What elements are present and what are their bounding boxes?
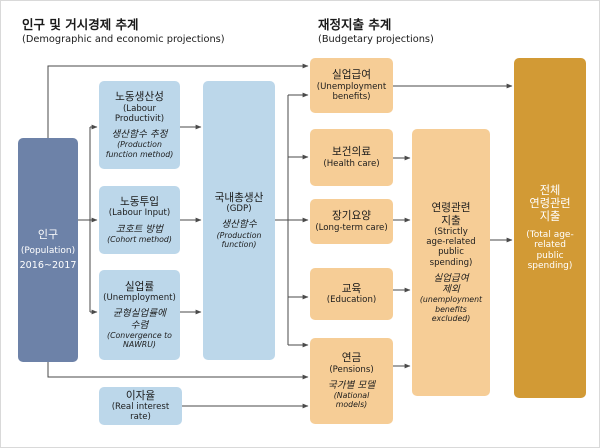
age-related-label: 연령관련 지출	[431, 202, 471, 227]
labour-input-sublabel: (Labour Input)	[108, 208, 171, 219]
health-care-box: 보건의료 (Health care)	[310, 129, 393, 186]
total-sublabel: (Total age- related public spending)	[526, 229, 574, 272]
population-sublabel: (Population)	[20, 245, 76, 256]
labour-input-method-en: (Cohort method)	[107, 234, 172, 244]
long-term-care-box: 장기요양 (Long-term care)	[310, 199, 393, 244]
unemployment-label: 실업률	[124, 280, 155, 293]
pensions-method-en: (National models)	[333, 391, 370, 410]
health-care-label: 보건의료	[332, 146, 371, 159]
pensions-sublabel: (Pensions)	[329, 364, 374, 375]
population-box: 인구 (Population) 2016~2017	[18, 138, 78, 362]
long-term-care-label: 장기요양	[332, 210, 371, 223]
unemployment-benefits-label: 실업급여	[332, 69, 371, 82]
age-related-method: 실업급여 제외	[433, 272, 469, 295]
age-related-spending-box: 연령관련 지출 (Strictly age-related public spe…	[412, 129, 490, 396]
age-related-method-en: (unemployment benefits excluded)	[419, 295, 483, 323]
unemployment-sublabel: (Unemployment)	[103, 293, 176, 304]
right-section-title: 재정지출 추계	[318, 17, 392, 32]
interest-rate-sublabel: (Real interest rate)	[111, 402, 170, 423]
education-label: 교육	[341, 282, 362, 295]
total-spending-box: 전체 연령관련 지출 (Total age- related public sp…	[514, 58, 586, 398]
health-care-sublabel: (Health care)	[323, 158, 380, 169]
labour-input-label: 노동투입	[120, 195, 159, 208]
labour-input-method: 코호트 방법	[115, 223, 164, 235]
pensions-method: 국가별 모델	[327, 379, 376, 391]
labour-productivity-method-en: (Production function method)	[105, 140, 174, 159]
education-sublabel: (Education)	[326, 295, 377, 306]
unemployment-box: 실업률 (Unemployment) 균형실업률에 수렴 (Convergenc…	[99, 270, 180, 360]
gdp-sublabel: (GDP)	[226, 204, 252, 215]
labour-productivity-method: 생산함수 추정	[111, 129, 168, 141]
education-box: 교육 (Education)	[310, 268, 393, 320]
unemployment-method-en: (Convergence to NAWRU)	[107, 330, 172, 350]
age-related-sublabel: (Strictly age-related public spending)	[426, 227, 476, 268]
labour-productivity-box: 노동생산성 (Labour Productivit) 생산함수 추정 (Prod…	[99, 81, 180, 169]
left-section-title: 인구 및 거시경제 추계	[22, 17, 139, 32]
gdp-box: 국내총생산 (GDP) 생산함수 (Production function)	[203, 81, 275, 360]
gdp-label: 국내총생산	[214, 191, 264, 204]
gdp-method: 생산함수	[221, 219, 257, 231]
unemployment-method: 균형실업률에 수렴	[113, 308, 166, 331]
long-term-care-sublabel: (Long-term care)	[315, 222, 388, 233]
labour-input-box: 노동투입 (Labour Input) 코호트 방법 (Cohort metho…	[99, 186, 180, 254]
population-years: 2016~2017	[19, 260, 77, 272]
population-label: 인구	[37, 227, 59, 241]
gdp-method-en: (Production function)	[216, 230, 262, 249]
labour-productivity-sublabel: (Labour Productivit)	[114, 103, 165, 124]
unemployment-benefits-sublabel: (Unemployment benefits)	[316, 81, 387, 102]
interest-rate-box: 이자율 (Real interest rate)	[99, 387, 182, 425]
left-section-subtitle: (Demographic and economic projections)	[22, 34, 225, 45]
pensions-label: 연금	[341, 352, 362, 365]
right-section-subtitle: (Budgetary projections)	[318, 34, 434, 45]
unemployment-benefits-box: 실업급여 (Unemployment benefits)	[310, 58, 393, 113]
total-label: 전체 연령관련 지출	[529, 183, 571, 224]
interest-rate-label: 이자율	[125, 389, 156, 402]
pensions-box: 연금 (Pensions) 국가별 모델 (National models)	[310, 338, 393, 424]
labour-productivity-label: 노동생산성	[115, 91, 164, 104]
